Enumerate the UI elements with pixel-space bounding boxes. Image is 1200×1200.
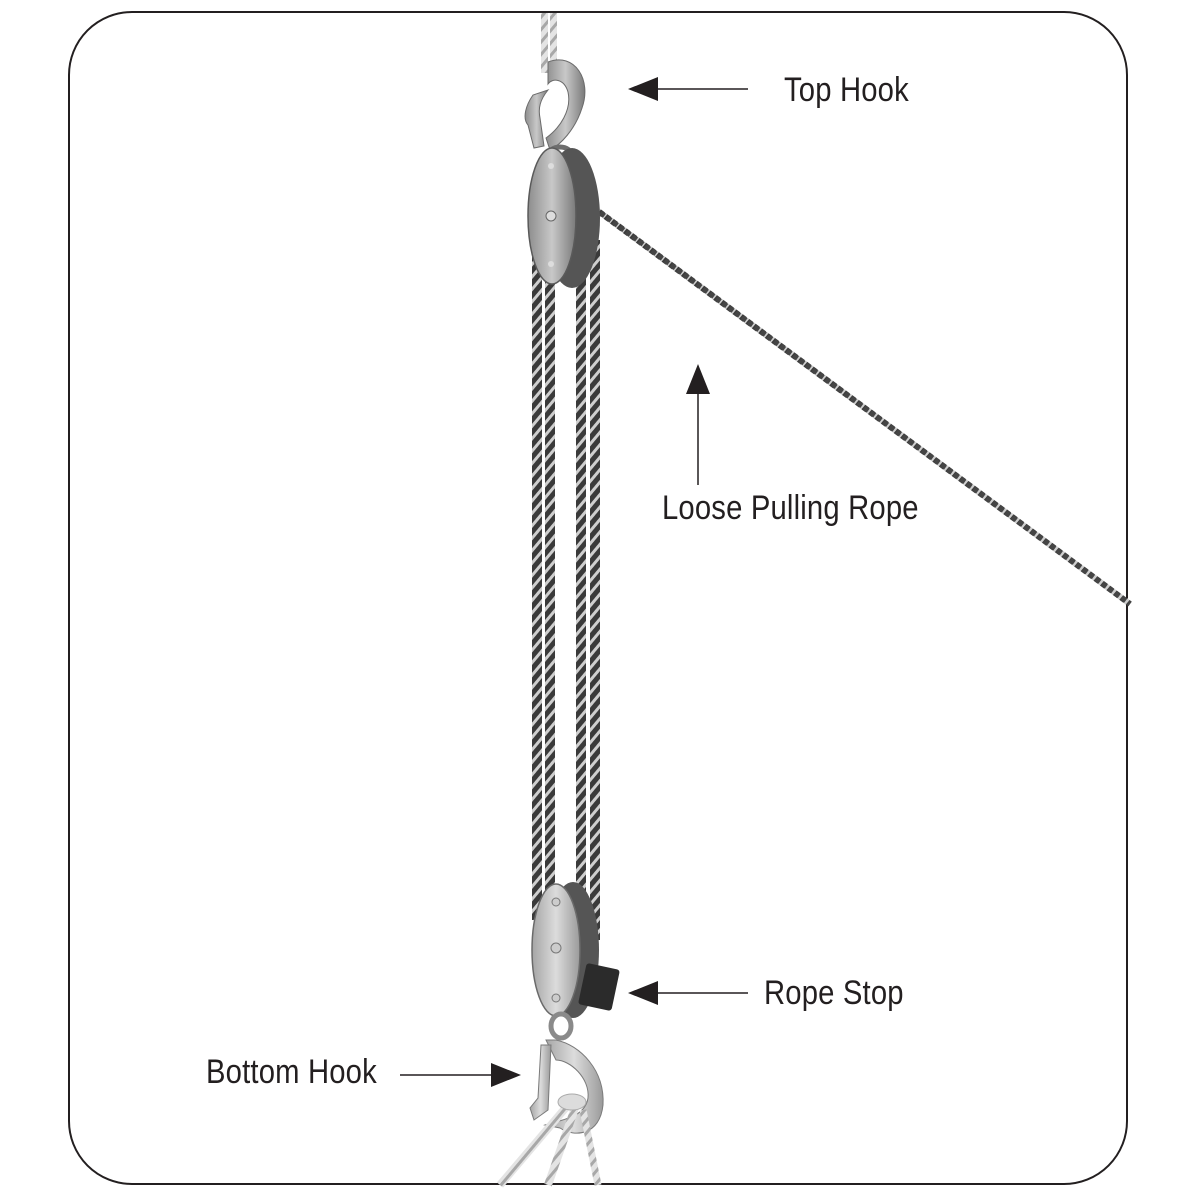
rope-stop-arrow	[628, 981, 748, 1005]
bottom-hook-shape	[529, 1039, 604, 1134]
rope-stop-shape	[578, 963, 620, 1011]
loose-pulling-rope-label: Loose Pulling Rope	[662, 489, 919, 527]
loose-pulling-rope-arrow	[686, 364, 710, 485]
bottom-hook-label: Bottom Hook	[206, 1053, 377, 1091]
hoist-ropes	[532, 240, 600, 940]
top-pulley-block	[527, 147, 600, 288]
rope-stop-label: Rope Stop	[764, 974, 904, 1012]
load-ropes	[496, 1093, 602, 1188]
top-support-rope	[541, 13, 557, 73]
top-hook-label: Top Hook	[784, 71, 909, 109]
bottom-pulley-block	[531, 882, 620, 1041]
top-hook-arrow	[628, 77, 748, 101]
bottom-hook-arrow	[400, 1063, 521, 1087]
